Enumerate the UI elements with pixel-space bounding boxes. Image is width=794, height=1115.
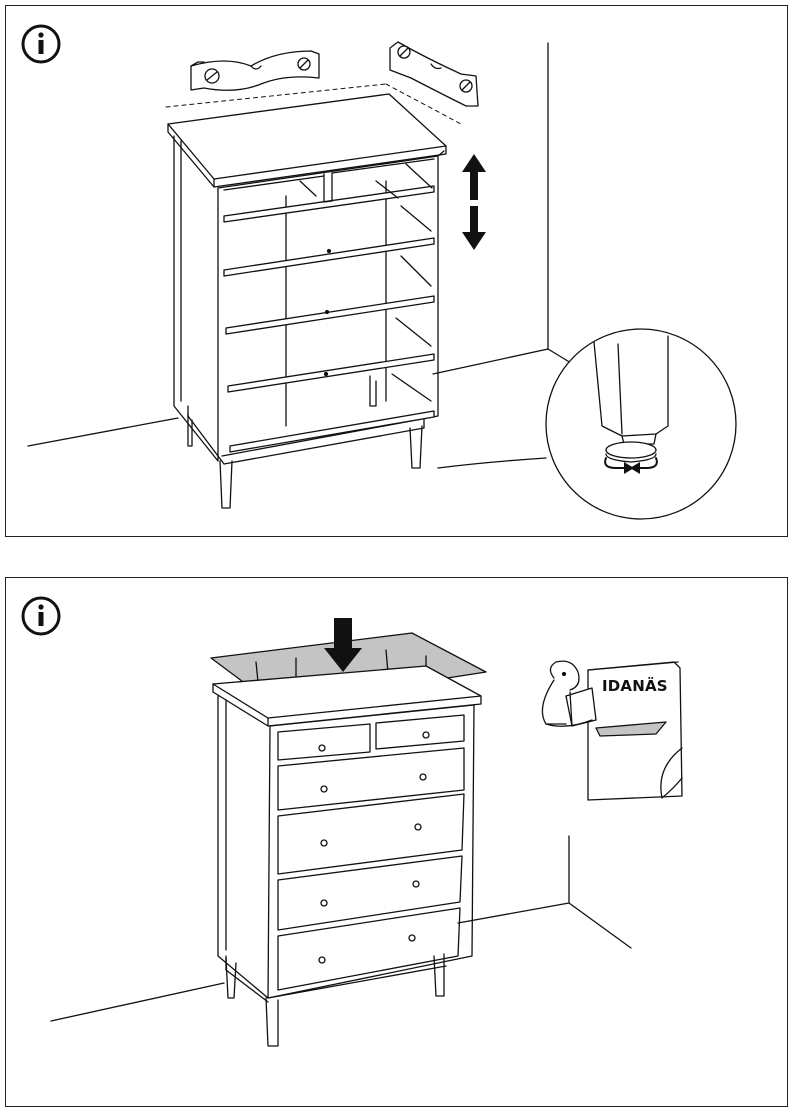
reading-person-icon — [541, 660, 597, 727]
step-panel-glass-top: IDANÄS — [5, 577, 788, 1107]
info-circle-icon — [21, 596, 61, 636]
booklet-title: IDANÄS — [602, 677, 668, 695]
room-lines — [50, 835, 632, 1022]
room-lines — [27, 42, 577, 469]
drawer-knobs — [318, 731, 430, 964]
glass-top-illustration — [21, 596, 683, 1047]
wall-bracket-right — [389, 41, 479, 107]
bracket-guide-lines — [165, 83, 462, 125]
drawer-fronts — [277, 714, 465, 991]
wall-bracket-left — [190, 50, 320, 91]
down-arrow-icon — [324, 618, 362, 672]
chest-with-drawers — [212, 665, 482, 1047]
chest-frame — [167, 93, 447, 509]
instruction-booklet — [587, 661, 683, 801]
info-circle-icon — [21, 24, 61, 64]
leveling-illustration — [21, 24, 737, 520]
step-panel-leveling — [5, 5, 788, 537]
adjustable-foot-rotate-icon — [545, 328, 737, 520]
up-down-arrows-icon — [462, 154, 486, 250]
